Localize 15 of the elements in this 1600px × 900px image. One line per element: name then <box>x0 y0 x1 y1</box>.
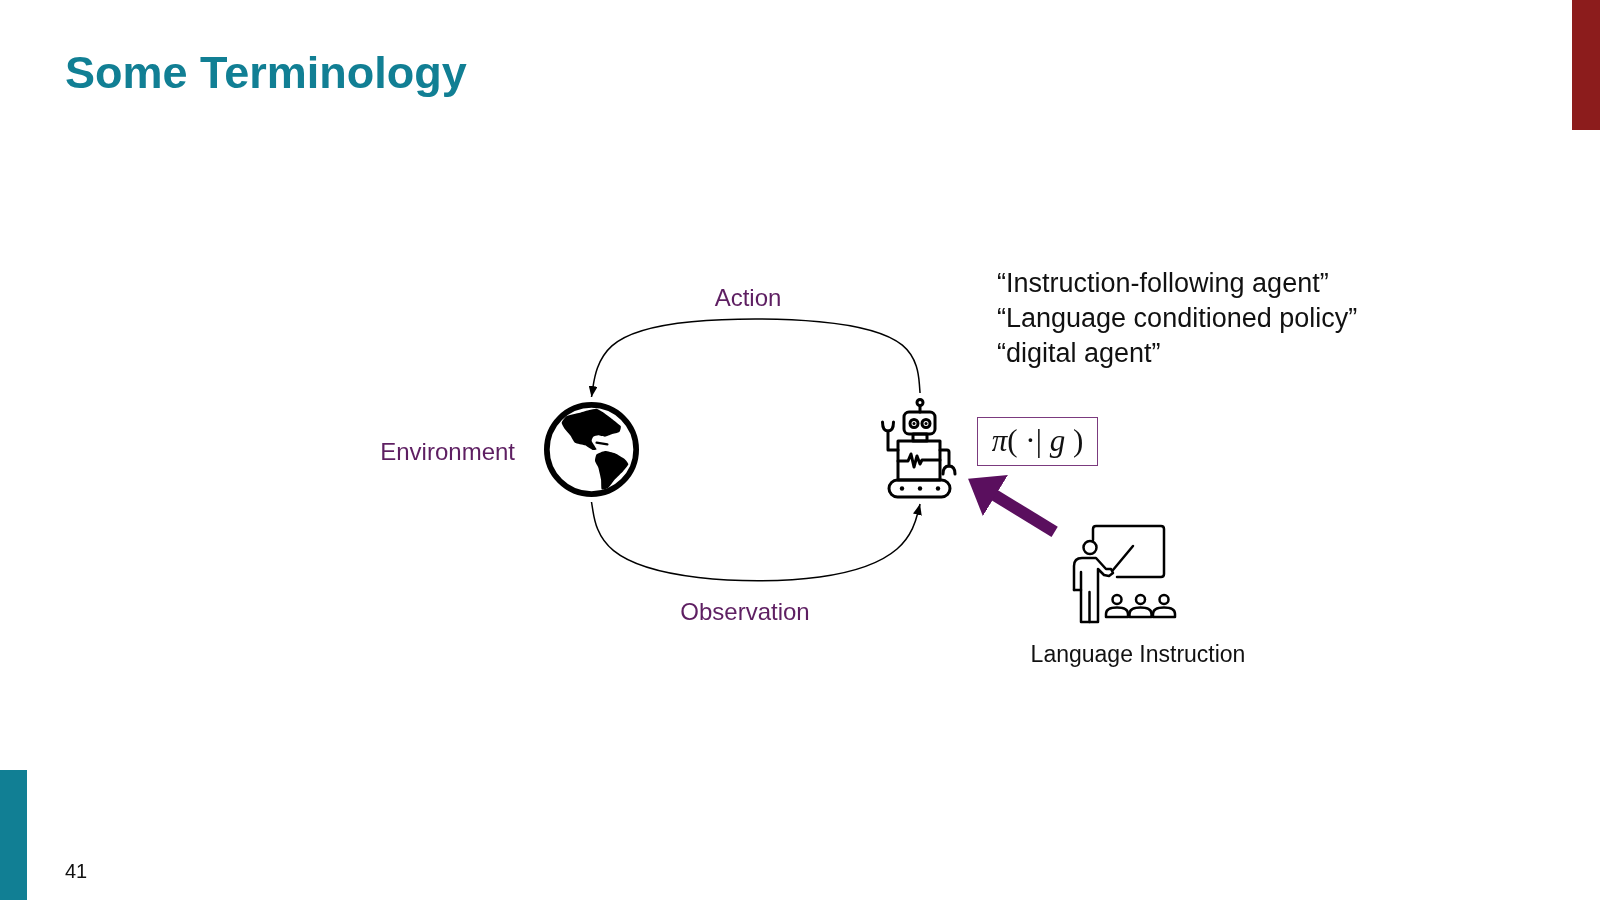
term-text: “Language conditioned policy” <box>997 301 1358 335</box>
arrow <box>588 318 921 398</box>
formula-text: π( ·| g ) <box>991 424 1084 459</box>
formula-box <box>977 417 1098 466</box>
term-text: “Instruction-following agent” <box>997 266 1329 300</box>
page-number: 41 <box>65 859 88 883</box>
globe-icon <box>544 402 639 497</box>
teacher-icon <box>1070 524 1177 624</box>
slide-title: Some Terminology <box>65 46 467 100</box>
robot-icon <box>880 398 957 499</box>
term-text: “digital agent” <box>997 336 1161 370</box>
node-caption: Environment <box>380 437 515 467</box>
arrow <box>590 501 923 582</box>
arrow <box>968 478 1058 537</box>
node-caption: Language Instruction <box>1030 641 1246 669</box>
